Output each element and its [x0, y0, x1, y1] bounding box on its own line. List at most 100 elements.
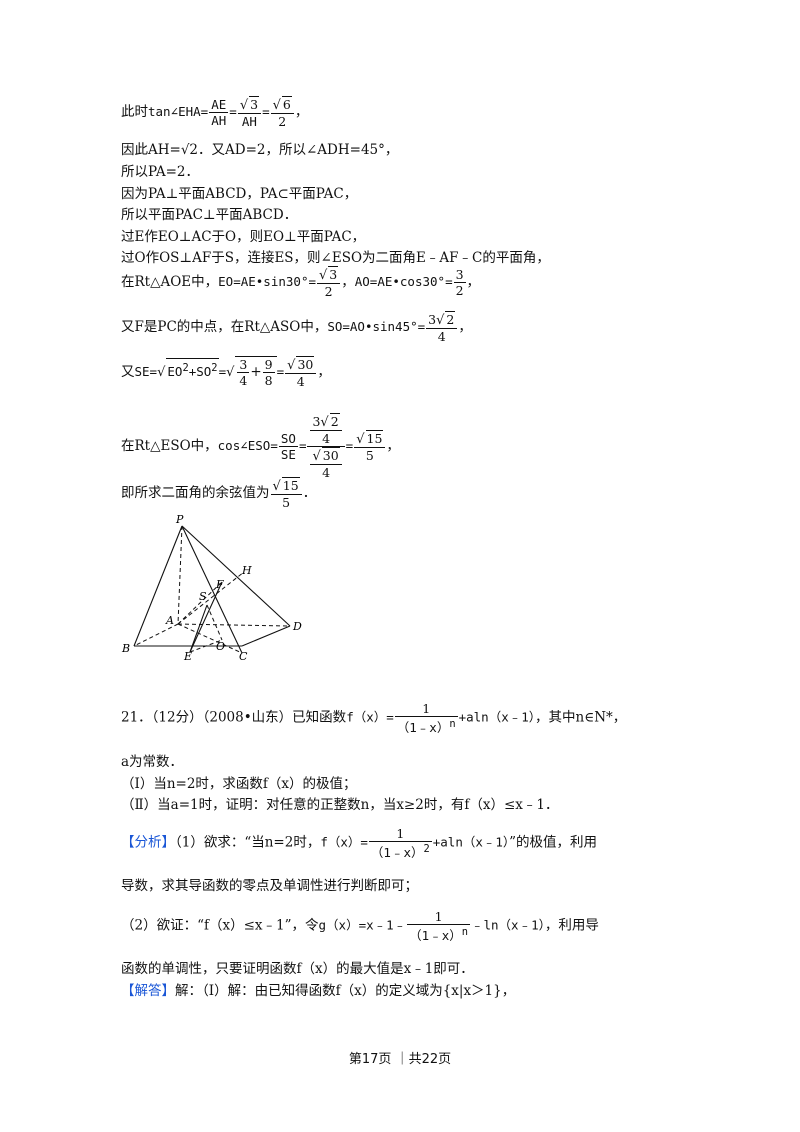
edge-ad	[177, 623, 291, 627]
fraction: 1（1﹣x）n	[407, 909, 470, 943]
question-21-part1: （Ⅰ）当n=2时，求函数f（x）的极值；	[121, 776, 357, 792]
edge-ah	[177, 571, 245, 625]
line-4: 因为PA⊥平面ABCD，PA⊂平面PAC，	[121, 186, 358, 202]
math-expr: EO=AE•sin30°	[218, 274, 309, 289]
exponent: n	[449, 718, 456, 730]
solution-line1: 【解答】解：（Ⅰ）解：由已知得函数f（x）的定义域为{x|x＞1}，	[121, 982, 515, 1000]
math-expr: f（x）=	[346, 709, 394, 725]
solution-tag: 【解答】	[121, 983, 175, 999]
edge-cd	[241, 625, 291, 647]
text: 此时	[121, 104, 148, 120]
analysis-tag: 【分析】	[121, 834, 175, 851]
denominator: 8	[264, 373, 273, 388]
label-H: H	[241, 564, 252, 577]
line-5: 所以平面PAC⊥平面ABCD．	[121, 207, 298, 223]
numerator: AE	[209, 97, 229, 113]
term: EO	[167, 364, 183, 379]
radicand: 15	[365, 430, 384, 446]
radicand: 30	[321, 447, 340, 463]
radicand: 2	[445, 311, 456, 327]
edge-ab	[133, 623, 179, 647]
line-6: 过E作EO⊥AC于O，则EO⊥平面PAC，	[121, 229, 366, 245]
denominator: （1﹣x）	[409, 928, 462, 944]
analysis-line4: 函数的单调性，只要证明函数f（x）的最大值是x﹣1即可．	[121, 961, 474, 977]
math-expr: AO=AE•cos30°	[354, 274, 446, 289]
text: 21．（12分）（2008•山东）已知函数	[121, 709, 347, 726]
text: 又F是PC的中点，在Rt△ASO中，	[121, 319, 328, 335]
math-expr: tan∠EHA=	[148, 104, 209, 119]
edge-pd	[181, 525, 291, 627]
denominator: 4	[239, 373, 248, 388]
radicand: 15	[281, 477, 300, 493]
edge-so	[206, 604, 223, 641]
term: SO	[196, 364, 212, 379]
denominator: SE	[280, 447, 296, 462]
denominator: （1﹣x）	[370, 845, 424, 861]
label-B: B	[121, 642, 130, 655]
question-21-part2: （Ⅱ）当a=1时，证明：对任意的正整数n，当x≥2时，有f（x）≤x﹣1．	[121, 797, 559, 813]
radicand: 3	[249, 96, 260, 112]
edge-ac	[177, 623, 243, 654]
analysis-line1: 【分析】（1）欲求：“当n=2时，f（x）=1（1﹣x）2+aln（x﹣1）”的…	[121, 826, 597, 860]
text: ”的极值，利用	[509, 834, 598, 851]
label-S: S	[199, 590, 207, 603]
line-3: 所以PA=2．	[121, 164, 199, 180]
denominator: 4	[437, 329, 446, 344]
numerator: 1	[394, 701, 458, 717]
fraction: 1 （1﹣x）2	[368, 826, 432, 861]
numerator: 3	[237, 357, 250, 373]
question-21-header: 21．（12分）（2008•山东）已知函数f（x）=1（1﹣x）n+aln（x﹣…	[121, 701, 626, 735]
text: 解：（Ⅰ）解：由已知得函数f（x）的定义域为{x|x＞1}，	[175, 983, 516, 999]
denominator: 4	[296, 374, 305, 389]
edge-af	[177, 581, 223, 625]
label-D: D	[292, 620, 302, 633]
exponent: 2	[423, 843, 430, 855]
coefficient: 3	[312, 414, 321, 429]
fraction: 1 （1﹣x）n	[394, 701, 458, 736]
radicand: 2	[329, 413, 340, 429]
radical-sum: EO2+SO2	[166, 357, 219, 381]
text: 在Rt△AOE中，	[121, 274, 219, 290]
math-expr: cos∠ESO=	[217, 438, 278, 453]
edge-pc	[181, 525, 243, 654]
numerator: 1	[368, 826, 432, 842]
radicand: 30	[296, 356, 315, 372]
line-7: 过O作OS⊥AF于S，连接ES，则∠ESO为二面角E﹣AF﹣C的平面角，	[121, 250, 550, 266]
math-expr: SE=	[134, 364, 158, 379]
numerator: 3	[453, 267, 466, 283]
radicand: 3	[328, 266, 339, 282]
math-expr: +aln（x﹣1）	[432, 834, 510, 850]
text: 又	[121, 364, 135, 380]
denominator: 2	[455, 283, 464, 298]
label-E: E	[183, 650, 192, 660]
math-expr: SO=AO•sin45°	[327, 319, 418, 334]
edge-eo	[189, 639, 223, 653]
math-expr: ﹣ln（x﹣1）	[471, 917, 545, 933]
text: （1）欲求：“当n=2时，	[175, 834, 321, 851]
edge-pa	[177, 525, 183, 625]
text: 在Rt△ESO中，	[121, 438, 218, 454]
coefficient: 3	[428, 312, 437, 327]
denominator: 4	[322, 431, 331, 446]
page-footer: 第17页 ｜共22页	[348, 1052, 452, 1067]
math-expr: g（x）=x﹣1﹣	[318, 917, 407, 933]
analysis-line3: （2）欲证：“f（x）≤x﹣1”，令g（x）=x﹣1﹣1（1﹣x）n﹣ln（x﹣…	[121, 909, 599, 943]
denominator: （1﹣x）	[396, 720, 450, 736]
